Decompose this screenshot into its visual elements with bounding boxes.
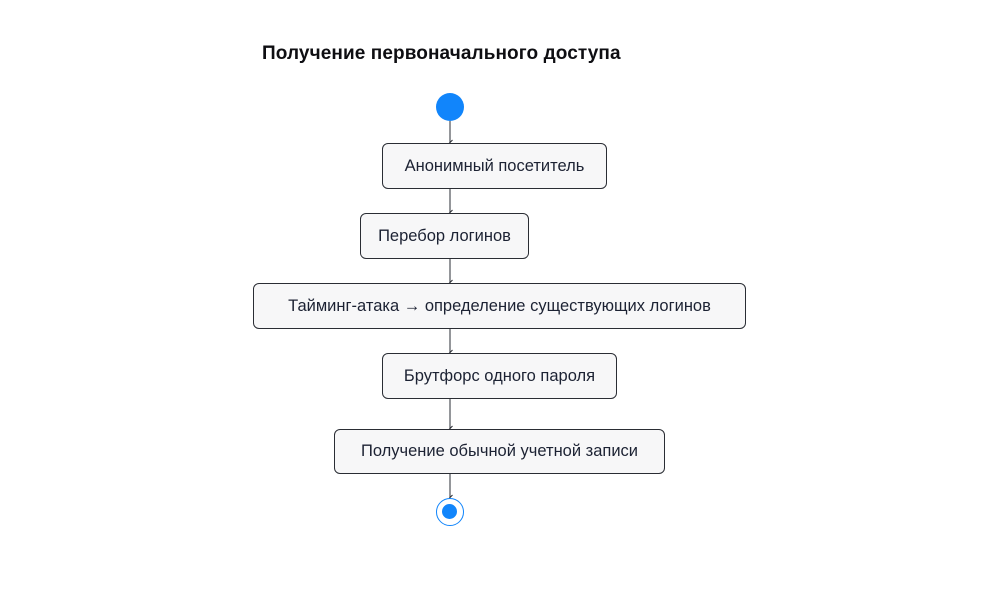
end-node-icon — [436, 498, 464, 526]
activity-login-enumeration: Перебор логинов — [360, 213, 529, 259]
activity-regular-account-access: Получение обычной учетной записи — [334, 429, 665, 474]
end-node-inner-icon — [442, 504, 457, 519]
activity-anonymous-visitor: Анонимный посетитель — [382, 143, 607, 189]
diagram-title: Получение первоначального доступа — [262, 43, 621, 64]
start-node-icon — [436, 93, 464, 121]
activity-timing-attack: Тайминг-атака → определение существующих… — [253, 283, 746, 329]
activity-password-bruteforce: Брутфорс одного пароля — [382, 353, 617, 399]
